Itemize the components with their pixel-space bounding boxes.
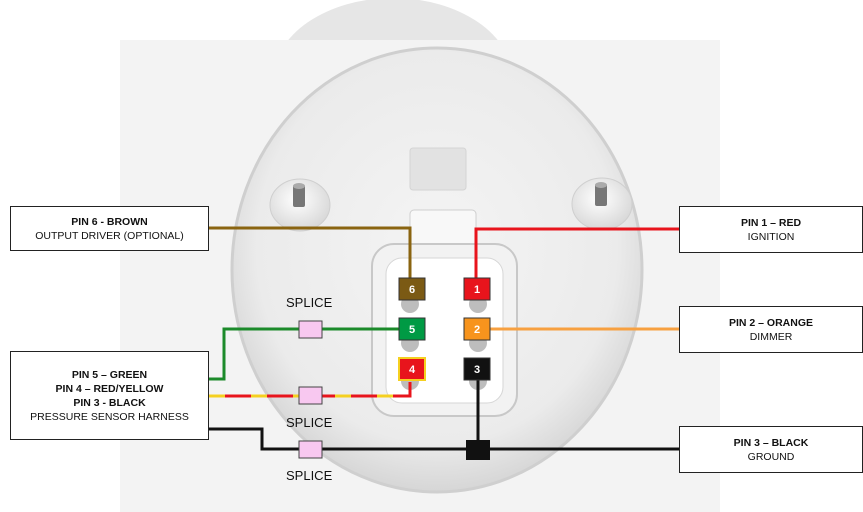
pin-1-number: 1 (474, 284, 480, 296)
splices (298, 320, 323, 459)
pin-1: 1 (463, 277, 491, 301)
label-harness-line1: PIN 5 – GREEN (71, 368, 148, 381)
pin-2-number: 2 (474, 324, 480, 336)
wire-red-yellow (209, 382, 412, 398)
label-pin1-desc: IGNITION (747, 230, 795, 243)
splice-red-yellow (298, 386, 323, 405)
label-pin1: PIN 1 – RED IGNITION (679, 206, 863, 253)
splice-green (298, 320, 323, 339)
label-ground: PIN 3 – BLACK GROUND (679, 426, 863, 473)
label-pin2-desc: DIMMER (749, 330, 793, 343)
label-pin1-title: PIN 1 – RED (740, 216, 802, 229)
mounting-boss-left (269, 178, 331, 232)
pin-2: 2 (463, 317, 491, 341)
label-pin6-title: PIN 6 - BROWN (71, 215, 148, 228)
label-ground-desc: GROUND (747, 450, 795, 463)
label-pin6: PIN 6 - BROWN OUTPUT DRIVER (OPTIONAL) (10, 206, 209, 251)
pins: 6 1 5 2 4 3 (398, 277, 491, 381)
label-pin2: PIN 2 – ORANGE DIMMER (679, 306, 863, 353)
pin-4: 4 (398, 357, 426, 381)
splice-black (298, 440, 323, 459)
splice-label-red-yellow: SPLICE (286, 415, 333, 430)
pin-3: 3 (463, 357, 491, 381)
splice-label-black: SPLICE (286, 468, 333, 483)
label-pin6-desc: OUTPUT DRIVER (OPTIONAL) (35, 229, 184, 242)
wire-brown (209, 226, 412, 278)
pin-5-number: 5 (409, 324, 415, 336)
pin-3-number: 3 (474, 364, 480, 376)
label-pin2-title: PIN 2 – ORANGE (728, 316, 814, 329)
mounting-boss-right (571, 177, 633, 231)
label-harness-line3: PIN 3 - BLACK (73, 396, 146, 409)
label-harness-line4: PRESSURE SENSOR HARNESS (30, 410, 189, 423)
pin-6-number: 6 (409, 284, 415, 296)
label-harness-line2: PIN 4 – RED/YELLOW (55, 382, 164, 395)
splice-label-green: SPLICE (286, 295, 333, 310)
ground-junction (466, 440, 490, 460)
label-harness: PIN 5 – GREEN PIN 4 – RED/YELLOW PIN 3 -… (10, 351, 209, 440)
pin-6: 6 (398, 277, 426, 301)
wire-red (474, 227, 679, 278)
pin-4-number: 4 (409, 364, 416, 376)
pin-5: 5 (398, 317, 426, 341)
label-ground-title: PIN 3 – BLACK (733, 436, 809, 449)
wires (209, 226, 679, 460)
